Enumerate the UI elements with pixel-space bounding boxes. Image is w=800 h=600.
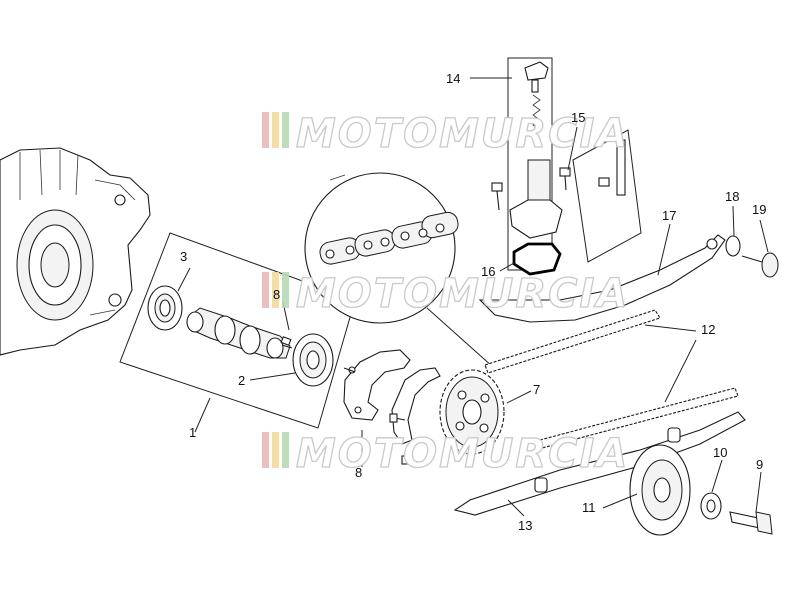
callout-14: 14 bbox=[446, 71, 460, 86]
bolts-part-8 bbox=[281, 344, 419, 465]
callout-11: 11 bbox=[582, 500, 596, 515]
callout-16: 16 bbox=[481, 264, 495, 279]
gasket-part-16 bbox=[512, 242, 562, 276]
engine-case bbox=[0, 147, 151, 356]
callout-8-upper: 8 bbox=[273, 287, 280, 302]
leader-lines bbox=[177, 77, 769, 517]
callout-12: 12 bbox=[701, 322, 715, 337]
callout-labels: 1 2 3 7 8 8 9 10 11 12 13 14 15 16 17 18… bbox=[180, 71, 766, 533]
sprocket-part-7 bbox=[439, 369, 505, 455]
callout-1: 1 bbox=[189, 425, 196, 440]
bolt-part-19 bbox=[741, 252, 779, 278]
seal-ring bbox=[391, 367, 441, 445]
camshaft bbox=[186, 307, 292, 359]
watermark-1: MOTOMURCIA bbox=[262, 110, 629, 158]
bearing-part-2 bbox=[292, 333, 334, 387]
oring-part-18 bbox=[725, 235, 741, 257]
callout-13: 13 bbox=[518, 518, 532, 533]
callout-10: 10 bbox=[713, 445, 727, 460]
watermark-3: MOTOMURCIA bbox=[262, 430, 629, 478]
bolt-part-9 bbox=[729, 511, 773, 535]
group-1-frame bbox=[119, 232, 356, 429]
chain-part-12 bbox=[484, 309, 739, 449]
tensioner-blade-part-17 bbox=[478, 234, 726, 323]
chain-guide-part-13 bbox=[453, 411, 746, 516]
callout-8-lower: 8 bbox=[355, 465, 362, 480]
callout-7: 7 bbox=[533, 382, 540, 397]
callout-18: 18 bbox=[725, 189, 739, 204]
watermark-2: MOTOMURCIA bbox=[262, 270, 629, 318]
cover-plate bbox=[343, 349, 411, 421]
callout-19: 19 bbox=[752, 202, 766, 217]
callout-9: 9 bbox=[756, 457, 763, 472]
cover-part-11 bbox=[629, 444, 691, 536]
svg-text:MOTOMURCIA: MOTOMURCIA bbox=[296, 111, 629, 157]
bearing-part-3 bbox=[147, 285, 183, 331]
svg-text:MOTOMURCIA: MOTOMURCIA bbox=[296, 431, 629, 477]
chain-detail bbox=[304, 172, 494, 368]
callout-2: 2 bbox=[238, 373, 245, 388]
svg-text:MOTOMURCIA: MOTOMURCIA bbox=[296, 271, 629, 317]
callout-3: 3 bbox=[180, 249, 187, 264]
tensioner-assembly bbox=[491, 57, 642, 271]
washer-part-10 bbox=[700, 492, 722, 520]
callout-17: 17 bbox=[662, 208, 676, 223]
callout-15: 15 bbox=[571, 110, 585, 125]
